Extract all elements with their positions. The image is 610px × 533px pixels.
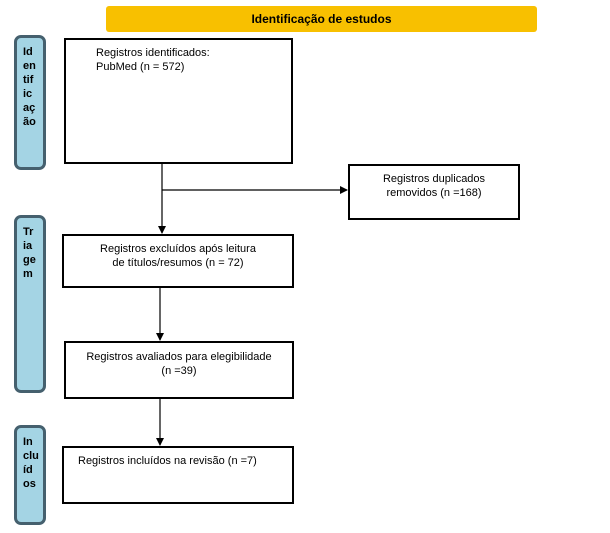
stage-label-line: m (23, 268, 33, 280)
stage-label-line: en (23, 60, 36, 72)
box-line: de títulos/resumos (n = 72) (112, 257, 244, 269)
box-line: Registros identificados: (96, 47, 210, 59)
box-line: removidos (n =168) (386, 187, 482, 199)
records-identified-box: Registros identificados: PubMed (n = 572… (64, 38, 293, 164)
stage-label-line: tif (23, 74, 34, 86)
stage-label-line: ão (23, 116, 36, 128)
box-line: Registros avaliados para elegibilidade (86, 351, 272, 363)
box-line: Registros duplicados (382, 173, 486, 185)
records-assessed-box: Registros avaliados para elegibilidade (… (64, 341, 294, 399)
box-line: (n =39) (161, 365, 197, 377)
stage-label-line: Id (23, 46, 33, 58)
stage-label-line: ia (23, 240, 33, 252)
stage-label-line: ic (23, 88, 33, 100)
identification-stage-label: Id en tif ic aç ão (14, 35, 46, 170)
stage-label-line: clu (23, 450, 39, 462)
stage-title-banner: Identificação de estudos (106, 6, 537, 32)
stage-label-line: aç (23, 102, 36, 114)
duplicates-removed-box: Registros duplicados removidos (n =168) (348, 164, 520, 220)
stage-label-line: íd (23, 464, 33, 476)
box-line: Registros incluídos na revisão (n =7) (78, 455, 257, 467)
box-line: PubMed (n = 572) (96, 61, 185, 73)
stage-title: Identificação de estudos (251, 12, 392, 26)
stage-label-line: Tr (23, 226, 34, 238)
box-line: Registros excluídos após leitura (100, 243, 256, 255)
records-excluded-box: Registros excluídos após leitura de títu… (62, 234, 294, 288)
included-stage-label: In clu íd os (14, 425, 46, 525)
stage-label-line: In (23, 436, 33, 448)
screening-stage-label: Tr ia ge m (14, 215, 46, 393)
stage-label-line: os (23, 478, 36, 490)
stage-label-line: ge (23, 254, 36, 266)
records-included-box: Registros incluídos na revisão (n =7) (62, 446, 294, 504)
